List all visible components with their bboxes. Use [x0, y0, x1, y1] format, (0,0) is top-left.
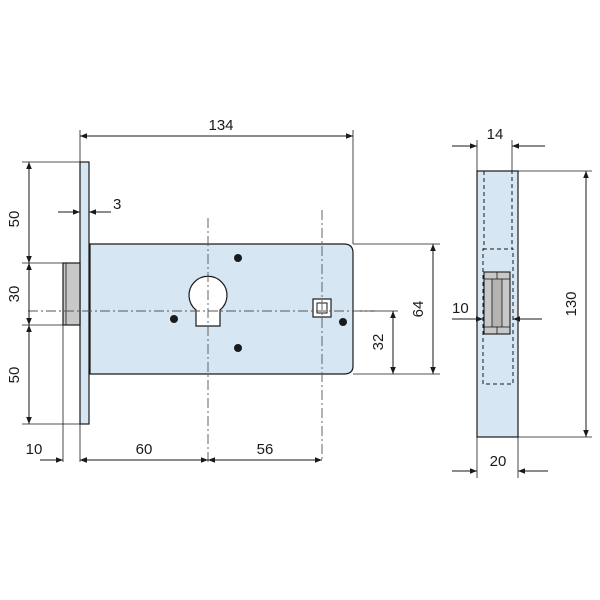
screw-hole-bottom [234, 344, 242, 352]
dim-label-32: 32 [370, 334, 387, 351]
faceplate [79, 161, 90, 425]
screw-hole-top [234, 254, 242, 262]
dim-label-134: 134 [208, 117, 233, 134]
latch-bolt [62, 262, 81, 326]
dim-label-10-side: 10 [452, 300, 469, 317]
dim-label-20: 20 [490, 453, 507, 470]
dim-label-3: 3 [113, 196, 121, 213]
dim-label-130: 130 [563, 291, 580, 316]
screw-hole-right [339, 318, 347, 326]
dim-label-50-bottom: 50 [6, 367, 23, 384]
dim-label-50-top: 50 [6, 211, 23, 228]
side-view: 14 10 130 20 [452, 126, 592, 478]
front-view: 134 3 50 30 50 64 32 10 60 56 [6, 117, 440, 463]
dim-label-56: 56 [257, 441, 274, 458]
screw-hole-left [170, 315, 178, 323]
dim-label-64: 64 [410, 301, 427, 318]
dim-label-10-bottom: 10 [26, 441, 43, 458]
dim-label-60: 60 [136, 441, 153, 458]
dim-label-30: 30 [6, 286, 23, 303]
cylinder-hole [188, 275, 228, 327]
dim-label-14: 14 [487, 126, 504, 143]
